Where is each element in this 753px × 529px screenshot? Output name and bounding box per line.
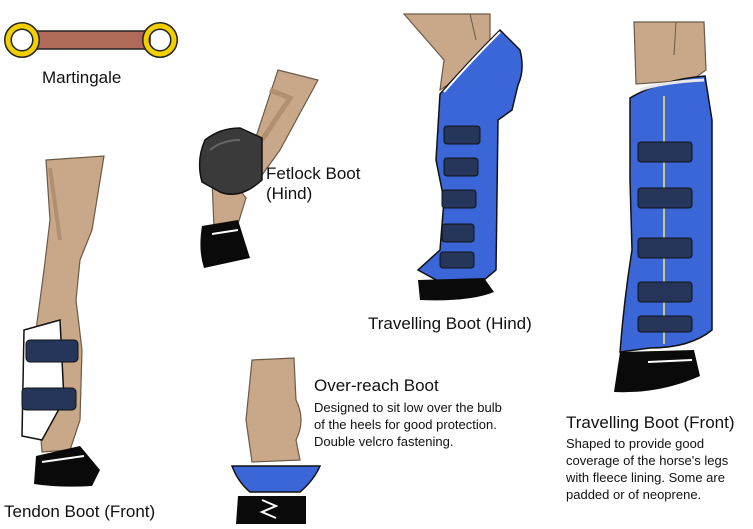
overreach-boot-icon: [230, 357, 322, 524]
tendon-boot-icon: [21, 155, 105, 487]
overreach-boot-title: Over-reach Boot: [314, 376, 439, 395]
fetlock-boot-label: Fetlock Boot (Hind): [266, 164, 361, 203]
fetlock-boot-icon: [198, 69, 319, 268]
overreach-boot-description: Designed to sit low over the bulb of the…: [314, 400, 502, 449]
travelling-boot-hind-icon: [402, 13, 523, 301]
martingale-label: Martingale: [42, 68, 122, 87]
tendon-boot-label: Tendon Boot (Front): [4, 502, 156, 521]
martingale-icon: [4, 22, 178, 58]
travelling-boot-front-icon: [614, 21, 713, 393]
travelling-boot-front-description: Shaped to provide good coverage of the h…: [566, 436, 729, 502]
travelling-boot-hind-label: Travelling Boot (Hind): [368, 314, 532, 333]
travelling-boot-front-title: Travelling Boot (Front): [566, 413, 735, 432]
